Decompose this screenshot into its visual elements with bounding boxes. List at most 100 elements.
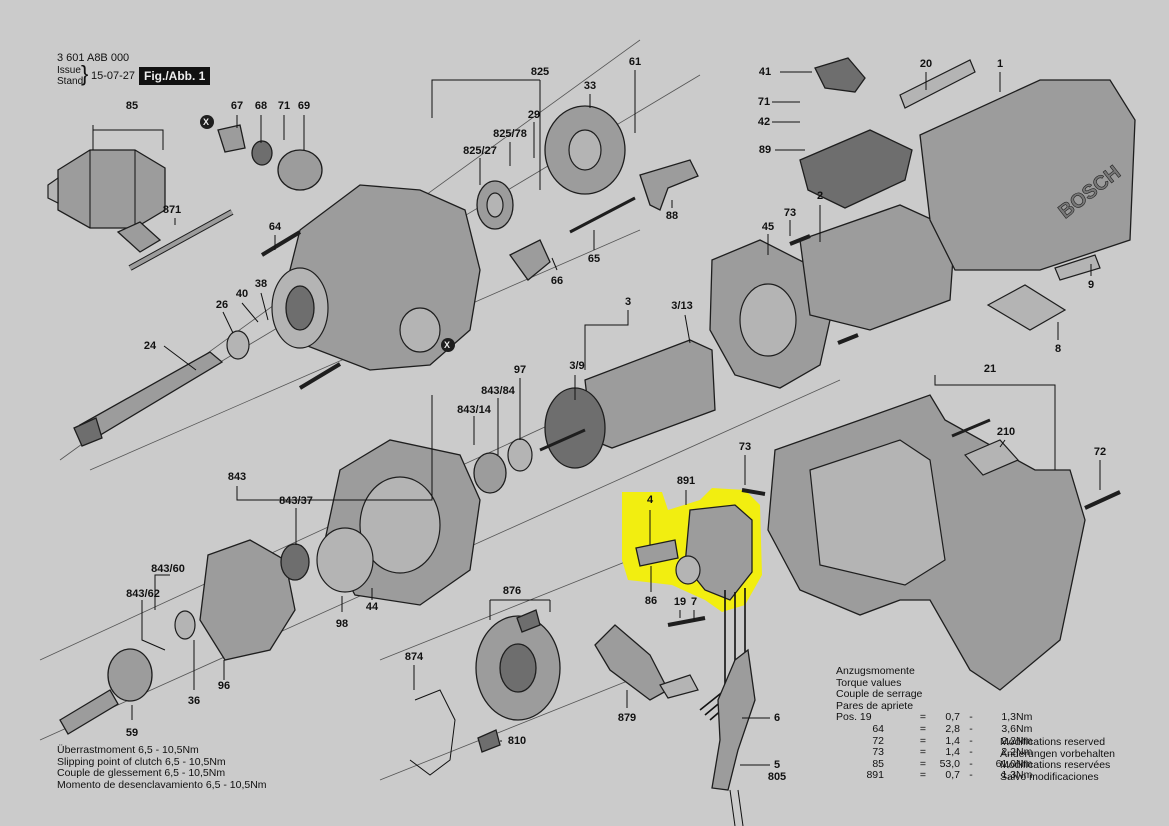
part-label-825[interactable]: 825 (530, 66, 550, 78)
part-label-97[interactable]: 97 (513, 364, 527, 376)
small-gear-part (280, 543, 310, 581)
gasket-9-part (1054, 254, 1101, 281)
part-label-4[interactable]: 4 (646, 494, 654, 506)
part-label-3-9[interactable]: 3/9 (569, 360, 585, 372)
part-label-874[interactable]: 874 (404, 651, 424, 663)
part-label-86[interactable]: 86 (644, 595, 658, 607)
armature-part (539, 339, 716, 469)
part-label-871[interactable]: 871 (162, 204, 182, 216)
part-label-20[interactable]: 20 (919, 58, 933, 70)
part-label-5[interactable]: 5 (773, 759, 781, 771)
part-label-2[interactable]: 2 (816, 190, 824, 202)
part-label-67[interactable]: 67 (230, 100, 244, 112)
part-label-843[interactable]: 843 (227, 471, 247, 483)
gasket-8-part (986, 284, 1067, 331)
washer-part (174, 610, 196, 640)
part-label-33[interactable]: 33 (583, 80, 597, 92)
part-label-85[interactable]: 85 (125, 100, 139, 112)
part-label-45[interactable]: 45 (761, 221, 775, 233)
part-label-29[interactable]: 29 (527, 109, 541, 121)
screw (951, 418, 991, 438)
cable-guide-part (594, 624, 669, 701)
part-label-21[interactable]: 21 (983, 363, 997, 375)
part-label-59[interactable]: 59 (125, 727, 139, 739)
part-label-8[interactable]: 8 (1054, 343, 1062, 355)
brush-part (814, 57, 866, 93)
part-label-3[interactable]: 3 (624, 296, 632, 308)
part-label-44[interactable]: 44 (365, 601, 379, 613)
part-label-9[interactable]: 9 (1087, 279, 1095, 291)
drill-chuck-part (47, 149, 166, 229)
part-label-71b[interactable]: 71 (757, 96, 771, 108)
part-label-73[interactable]: 73 (783, 207, 797, 219)
part-label-71[interactable]: 71 (277, 100, 291, 112)
part-label-7[interactable]: 7 (690, 596, 698, 608)
chuck-key-part (116, 209, 234, 271)
modifications-notice: Modifications reserved Änderungen vorbeh… (1000, 736, 1116, 783)
lever-part (509, 239, 551, 281)
part-label-891[interactable]: 891 (676, 475, 696, 487)
part-label-805[interactable]: 805 (767, 771, 787, 783)
part-label-41[interactable]: 41 (758, 66, 772, 78)
part-label-73b[interactable]: 73 (738, 441, 752, 453)
gear-cover-part (199, 539, 296, 661)
part-label-810[interactable]: 810 (507, 735, 527, 747)
x-markers (200, 115, 455, 352)
part-label-72[interactable]: 72 (1093, 446, 1107, 458)
part-label-96[interactable]: 96 (217, 680, 231, 692)
part-label-825-78[interactable]: 825/78 (493, 128, 527, 140)
motor-housing-part: BOSCH (919, 79, 1136, 271)
spring-ring-part (226, 330, 250, 360)
part-label-69[interactable]: 69 (297, 100, 311, 112)
clip-7-part (659, 674, 699, 699)
part-label-1[interactable]: 1 (996, 58, 1004, 70)
screw-19 (667, 616, 706, 627)
drive-shaft-part (59, 648, 153, 735)
part-label-24[interactable]: 24 (143, 340, 157, 352)
brush-assembly-part (475, 609, 561, 753)
part-label-61[interactable]: 61 (628, 56, 642, 68)
part-label-876[interactable]: 876 (502, 585, 522, 597)
part-label-843-62[interactable]: 843/62 (126, 588, 160, 600)
screw-72 (1084, 490, 1121, 510)
torque-title: Torque values (836, 676, 902, 689)
o-ring-part (316, 527, 374, 593)
plate-210-part (963, 439, 1020, 476)
screw-73b (741, 488, 766, 496)
x-marker-label: X (444, 340, 451, 350)
part-label-66[interactable]: 66 (550, 275, 564, 287)
part-label-843-14[interactable]: 843/14 (457, 404, 491, 416)
part-label-42[interactable]: 42 (757, 116, 771, 128)
part-label-26[interactable]: 26 (215, 299, 229, 311)
part-label-65[interactable]: 65 (587, 253, 601, 265)
part-label-843-37[interactable]: 843/37 (279, 495, 313, 507)
part-label-210[interactable]: 210 (996, 426, 1016, 438)
part-label-19[interactable]: 19 (673, 596, 687, 608)
gear-part (544, 105, 626, 195)
part-label-68[interactable]: 68 (254, 100, 268, 112)
switch-part (635, 504, 753, 721)
part-label-64[interactable]: 64 (268, 221, 282, 233)
part-label-89[interactable]: 89 (758, 144, 772, 156)
leader-lines (92, 70, 1101, 766)
part-label-98[interactable]: 98 (335, 618, 349, 630)
clip-part (409, 689, 456, 776)
part-label-6[interactable]: 6 (773, 712, 781, 724)
part-label-88[interactable]: 88 (665, 210, 679, 222)
part-label-843-60[interactable]: 843/60 (151, 563, 185, 575)
part-label-40[interactable]: 40 (235, 288, 249, 300)
part-label-38[interactable]: 38 (254, 278, 268, 290)
part-label-3-13[interactable]: 3/13 (671, 300, 693, 312)
figure-badge: Fig./Abb. 1 (139, 67, 211, 85)
spring-part (251, 140, 273, 166)
part-label-36[interactable]: 36 (187, 695, 201, 707)
part-label-879[interactable]: 879 (617, 712, 637, 724)
part-label-825-27[interactable]: 825/27 (463, 145, 497, 157)
part-label-843-84[interactable]: 843/84 (481, 385, 515, 397)
rod-65 (569, 196, 636, 234)
